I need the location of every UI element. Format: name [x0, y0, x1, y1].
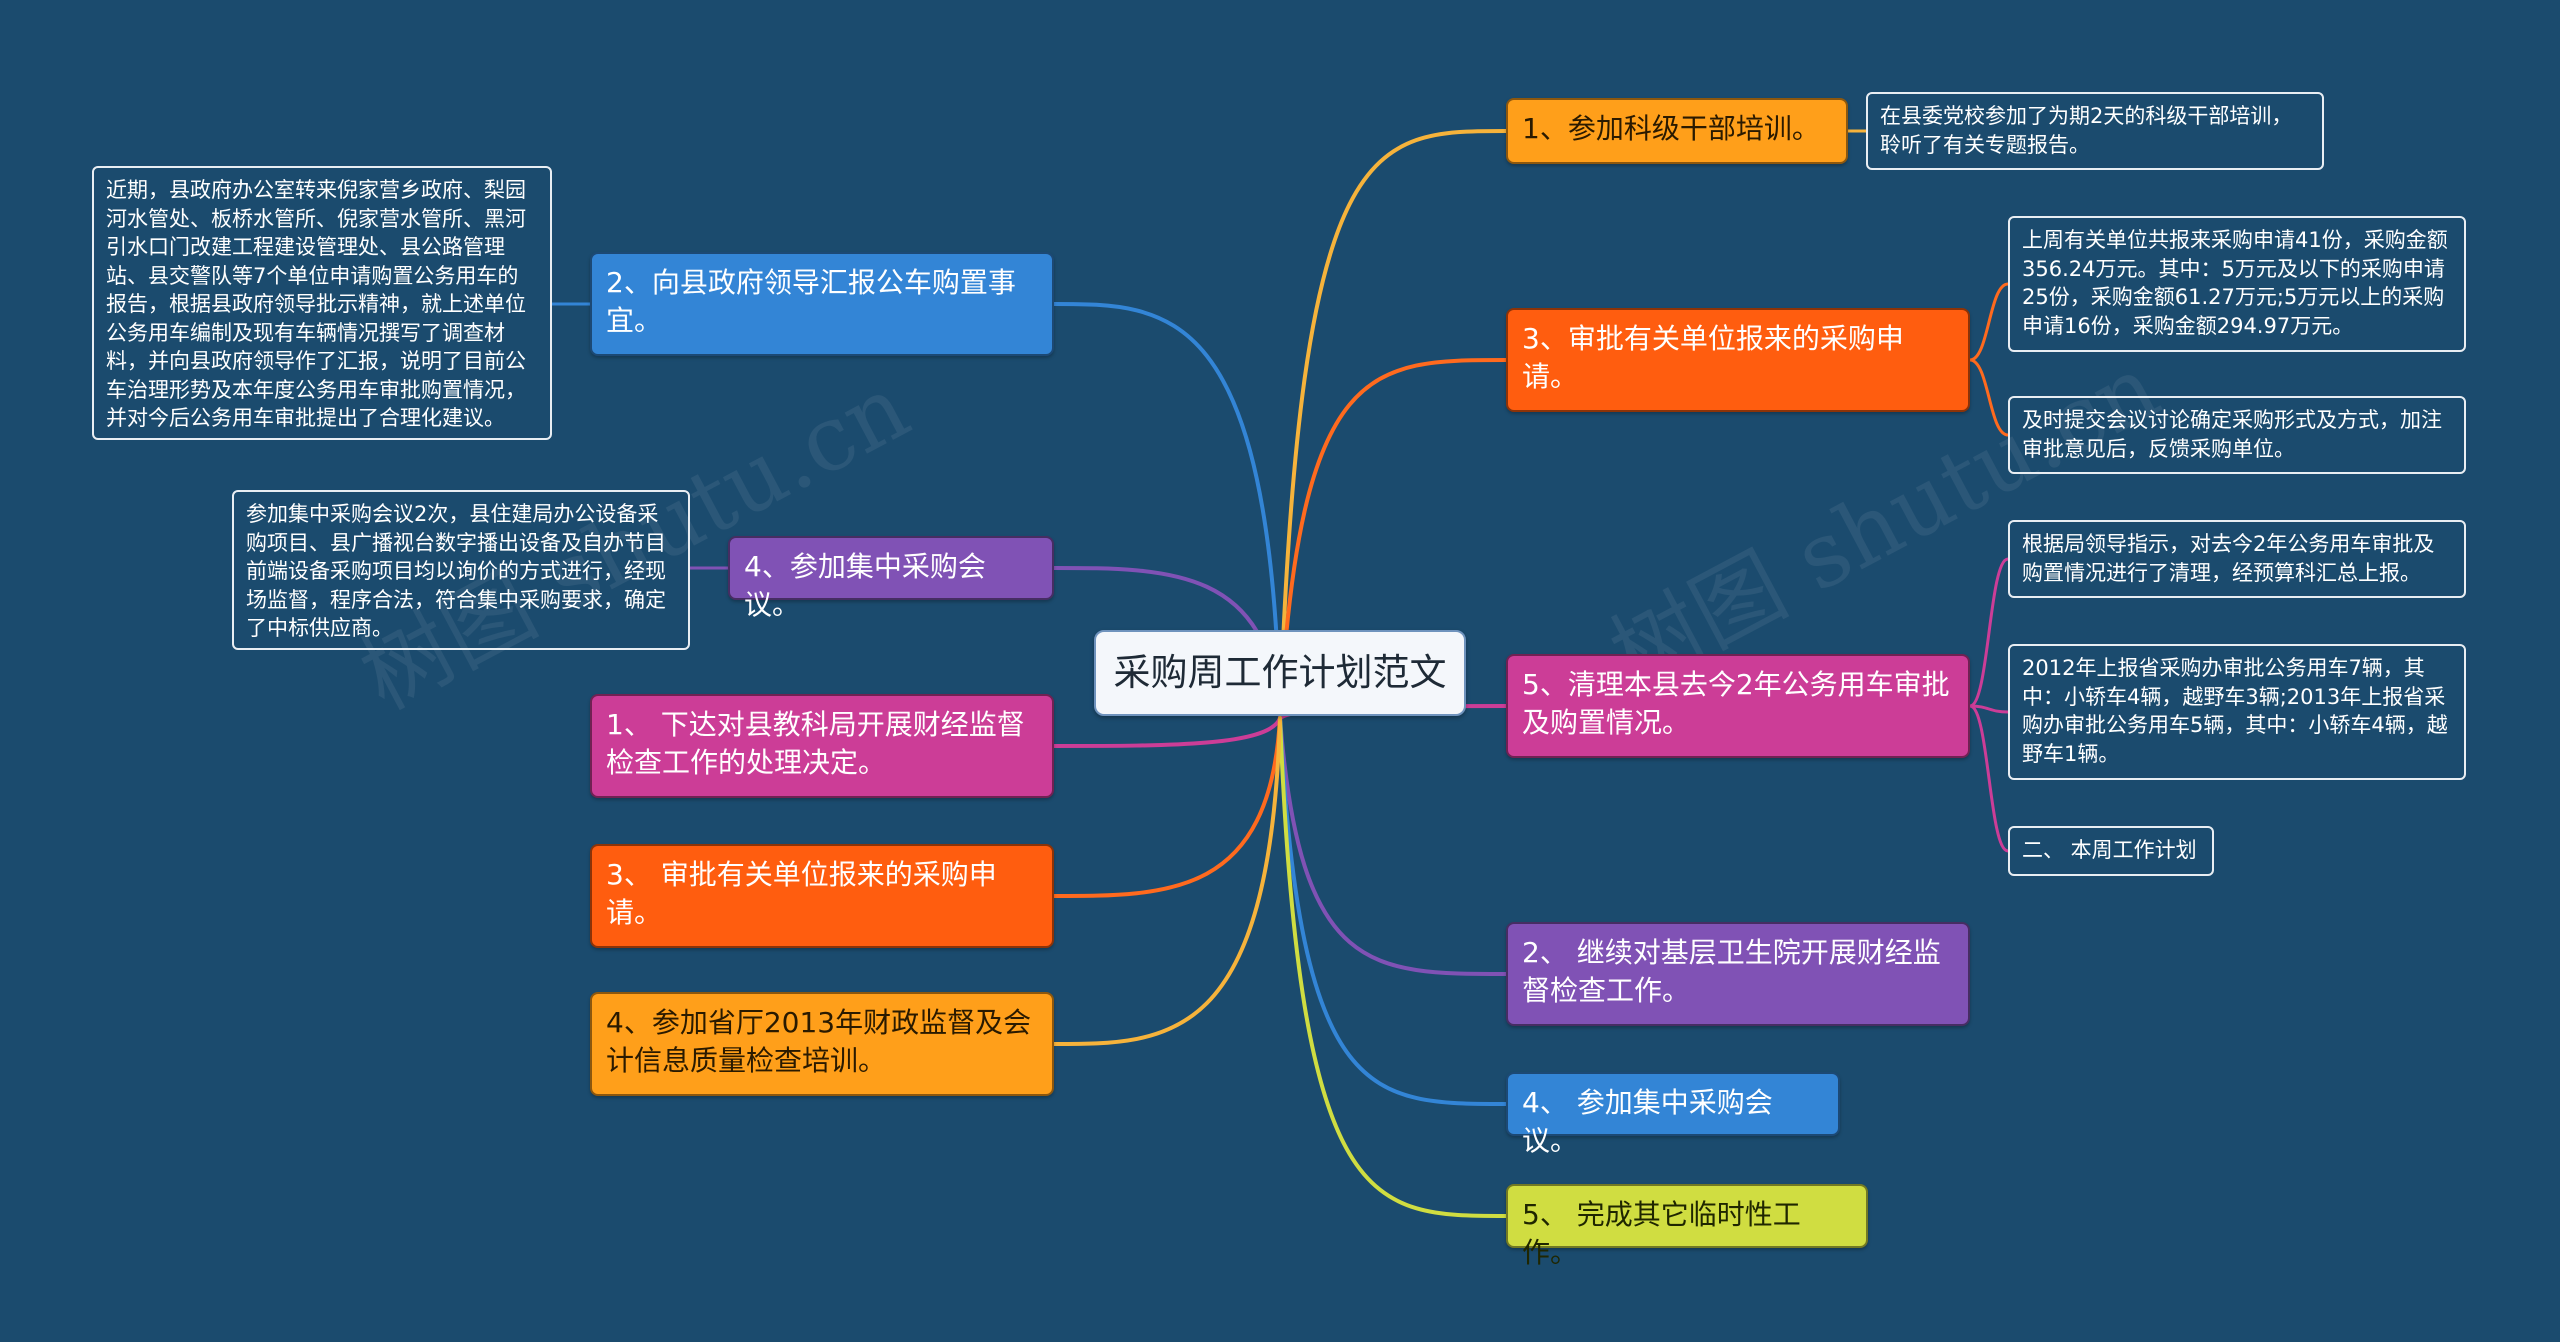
note-left-1-1: 近期，县政府办公室转来倪家营乡政府、梨园河水管处、板桥水管所、倪家营水管所、黑河… [92, 166, 552, 440]
note-right-3-2: 2012年上报省采购办审批公务用车7辆，其中：小轿车4辆，越野车3辆;2013年… [2008, 644, 2466, 780]
note-link-r2a [1968, 282, 2010, 362]
branch-right-3[interactable]: 5、清理本县去今2年公务用车审批及购置情况。 [1506, 654, 1970, 758]
branch-right-1[interactable]: 1、参加科级干部培训。 [1506, 98, 1848, 164]
branch-right-2[interactable]: 3、审批有关单位报来的采购申请。 [1506, 308, 1970, 412]
branch-left-2[interactable]: 4、参加集中采购会议。 [728, 536, 1054, 621]
connector-l3 [1052, 716, 1282, 748]
connector-r1 [1278, 129, 1508, 720]
note-right-1-1: 在县委党校参加了为期2天的科级干部培训，聆听了有关专题报告。 [1866, 92, 2324, 170]
connector-l5 [1052, 716, 1282, 1046]
central-topic[interactable]: 采购周工作计划范文 [1094, 630, 1466, 716]
note-link-r3c [1968, 704, 2010, 853]
note-right-3-3: 二、 本周工作计划 [2008, 826, 2214, 876]
connector-l1 [1052, 302, 1282, 720]
branch-right-6[interactable]: 5、 完成其它临时性工作。 [1506, 1184, 1868, 1269]
connector-l4 [1052, 716, 1282, 898]
connector-r4 [1278, 716, 1508, 976]
note-link-r3a [1968, 557, 2010, 708]
note-left-2-1: 参加集中采购会议2次，县住建局办公设备采购项目、县广播视台数字播出设备及自办节目… [232, 490, 690, 650]
note-right-2-2: 及时提交会议讨论确定采购形式及方式，加注审批意见后，反馈采购单位。 [2008, 396, 2466, 474]
connector-r2 [1278, 358, 1508, 720]
connector-r5 [1278, 716, 1508, 1106]
note-link-r2b [1968, 358, 2010, 437]
branch-right-5[interactable]: 4、 参加集中采购会议。 [1506, 1072, 1840, 1157]
branch-left-1[interactable]: 2、向县政府领导汇报公车购置事宜。 [590, 252, 1054, 356]
branch-right-4[interactable]: 2、 继续对基层卫生院开展财经监督检查工作。 [1506, 922, 1970, 1026]
note-right-3-1: 根据局领导指示，对去今2年公务用车审批及购置情况进行了清理，经预算科汇总上报。 [2008, 520, 2466, 598]
note-link-r3b [1968, 704, 2010, 714]
branch-left-3[interactable]: 1、 下达对县教科局开展财经监督检查工作的处理决定。 [590, 694, 1054, 798]
note-right-2-1: 上周有关单位共报来采购申请41份，采购金额356.24万元。其中：5万元及以下的… [2008, 216, 2466, 352]
branch-left-4[interactable]: 3、 审批有关单位报来的采购申请。 [590, 844, 1054, 948]
branch-left-5[interactable]: 4、参加省厅2013年财政监督及会计信息质量检查培训。 [590, 992, 1054, 1096]
connector-r6 [1278, 716, 1508, 1218]
